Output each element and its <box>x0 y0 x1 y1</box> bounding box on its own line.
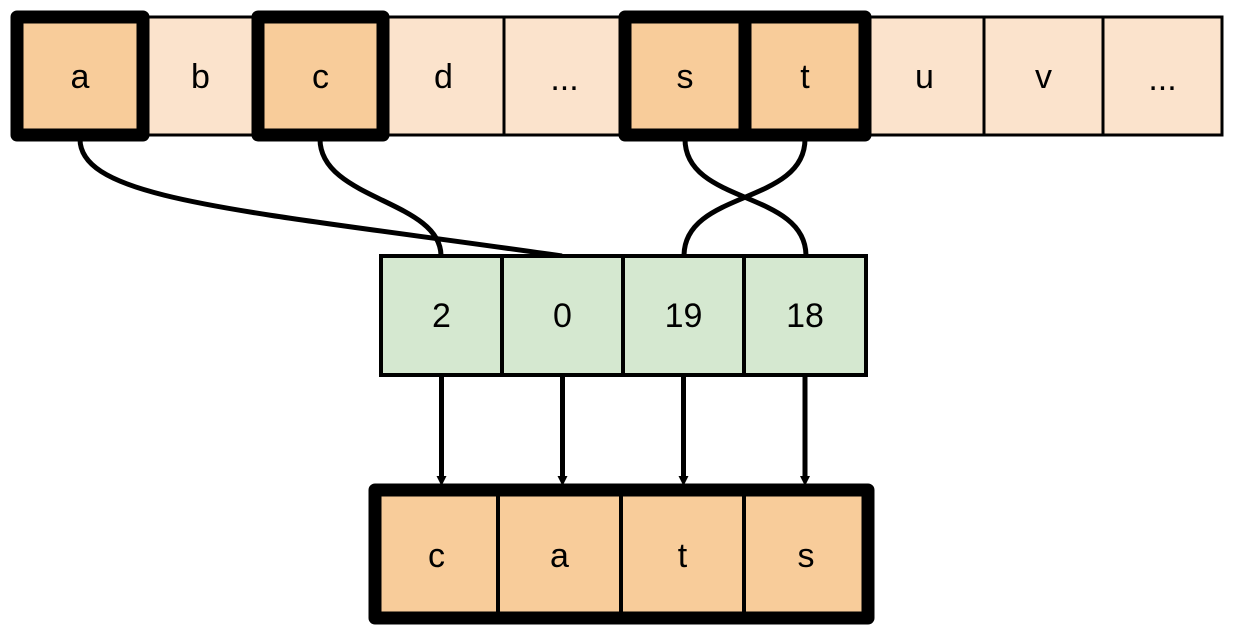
index-cell-2[interactable]: 19 <box>621 254 746 377</box>
alphabet-cell-t-label: t <box>800 58 810 96</box>
alphabet-cell-ellipsis-1-box <box>502 15 627 137</box>
result-cell-0[interactable]: c <box>375 490 498 618</box>
result-cell-1-label: a <box>550 537 569 575</box>
result-cell-1[interactable]: a <box>498 490 621 618</box>
alphabet-cell-ellipsis-2-box <box>1101 15 1224 137</box>
index-cell-0-value: 2 <box>432 297 451 335</box>
connector-group <box>77 138 809 259</box>
index-cell-3-box <box>742 254 868 377</box>
alphabet-cell-ellipsis-1[interactable]: ... <box>502 15 627 137</box>
connector-t-to-19 <box>681 138 808 257</box>
result-cell-2[interactable]: t <box>621 490 744 618</box>
alphabet-cell-d-label: d <box>434 58 453 96</box>
alphabet-cell-ellipsis-1-label: ... <box>550 60 578 98</box>
result-cell-2-label: t <box>678 537 688 575</box>
index-cell-1-box <box>500 254 625 377</box>
alphabet-cell-s[interactable]: s <box>618 10 752 142</box>
alphabet-cell-u[interactable]: u <box>863 15 986 137</box>
index-cell-1[interactable]: 0 <box>500 254 625 377</box>
alphabet-cell-c-box <box>251 10 390 142</box>
alphabet-cell-ellipsis-2-label: ... <box>1148 60 1176 98</box>
index-cell-1-value: 0 <box>553 297 572 335</box>
index-cell-2-value: 19 <box>665 297 703 335</box>
alphabet-cell-t[interactable]: t <box>738 10 872 142</box>
connector-c-to-2 <box>317 138 444 257</box>
connector-a-to-0 <box>77 138 563 259</box>
arrow-group <box>436 376 810 486</box>
alphabet-row: b d ... u v ... <box>10 10 1224 142</box>
alphabet-cell-b-label: b <box>191 58 210 96</box>
result-cell-3-label: s <box>798 537 815 575</box>
alphabet-cell-v-box <box>982 15 1105 137</box>
result-cell-0-label: c <box>428 537 445 575</box>
alphabet-cell-v[interactable]: v <box>982 15 1105 137</box>
alphabet-cell-t-box <box>738 10 872 142</box>
index-row: 2 0 19 18 <box>379 254 868 377</box>
alphabet-cell-s-label: s <box>677 58 694 96</box>
index-cell-3[interactable]: 18 <box>742 254 868 377</box>
alphabet-cell-d[interactable]: d <box>381 15 506 137</box>
alphabet-cell-b[interactable]: b <box>141 15 260 137</box>
alphabet-cell-a-box <box>10 10 150 142</box>
alphabet-cell-v-label: v <box>1035 58 1052 96</box>
alphabet-cell-c[interactable]: c <box>251 10 390 142</box>
alphabet-cell-c-label: c <box>312 58 329 96</box>
index-cell-0-box <box>379 254 504 377</box>
index-cell-3-value: 18 <box>786 297 824 335</box>
alphabet-cell-a[interactable]: a <box>10 10 150 142</box>
result-row: c a t s <box>368 483 875 625</box>
index-cell-0[interactable]: 2 <box>379 254 504 377</box>
alphabet-cell-a-label: a <box>71 58 90 96</box>
alphabet-cell-u-label: u <box>915 58 934 96</box>
alphabet-cell-ellipsis-2[interactable]: ... <box>1101 15 1224 137</box>
result-cell-3[interactable]: s <box>744 490 868 618</box>
alphabet-cell-d-box <box>381 15 506 137</box>
